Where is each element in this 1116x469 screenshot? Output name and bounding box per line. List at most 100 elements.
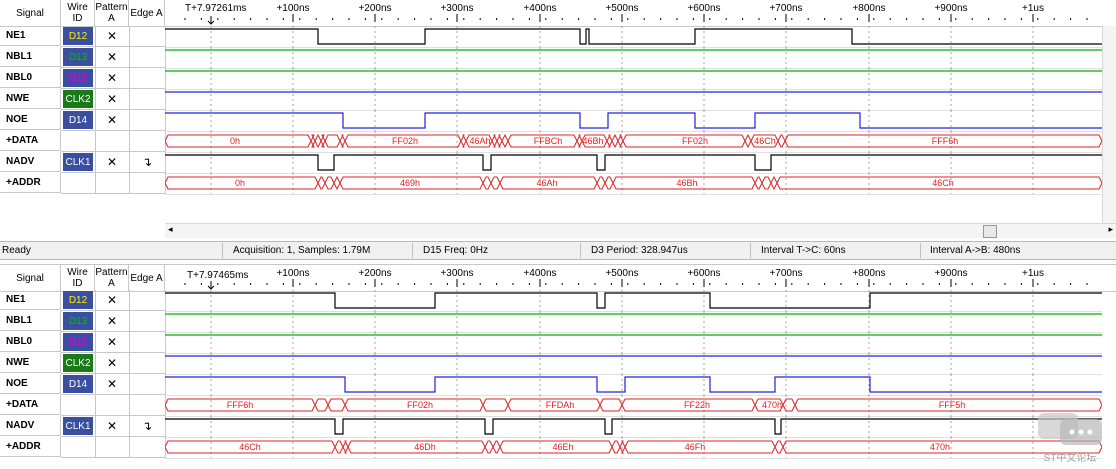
signal-trace[interactable] [165,89,1102,111]
signal-name[interactable]: NE1 [0,26,61,46]
edge-a-cell[interactable]: ↴ [129,152,166,173]
pattern-a-cell[interactable]: ✕ [95,353,130,374]
pattern-a-header[interactable]: Pattern A [95,0,129,26]
pattern-a-cell[interactable]: ✕ [95,26,130,47]
signal-name[interactable]: NBL1 [0,47,61,67]
signal-name[interactable]: +ADDR [0,173,61,193]
signal-name[interactable]: NWE [0,353,61,373]
edge-a-cell[interactable] [129,26,166,47]
wire-id-cell[interactable]: D15 [61,68,96,89]
wire-id-cell[interactable]: D14 [61,110,96,131]
edge-a-cell[interactable] [129,131,166,152]
signal-name[interactable]: NWE [0,89,61,109]
edge-a-cell[interactable] [129,437,166,458]
signal-name[interactable]: NE1 [0,290,61,310]
pattern-a-cell[interactable]: ✕ [95,332,130,353]
signal-trace[interactable] [165,26,1102,48]
edge-a-cell[interactable] [129,47,166,68]
pattern-a-cell[interactable] [95,395,130,416]
pattern-a-header[interactable]: Pattern A [95,265,129,291]
signal-name[interactable]: NADV [0,416,61,436]
signal-trace[interactable] [165,311,1102,333]
scroll-right-arrow-icon[interactable]: ▸ [1108,224,1113,234]
wire-id-cell[interactable]: CLK2 [61,353,96,374]
edge-a-cell[interactable] [129,353,166,374]
edge-a-cell[interactable] [129,311,166,332]
signal-trace[interactable] [165,47,1102,69]
signal-trace[interactable] [165,110,1102,132]
pattern-a-cell[interactable]: ✕ [95,47,130,68]
edge-a-cell[interactable] [129,374,166,395]
edge-a-cell[interactable] [129,290,166,311]
signal-trace[interactable] [165,416,1102,438]
scroll-thumb[interactable] [983,225,997,238]
edge-a-cell[interactable] [129,395,166,416]
wire-id-cell[interactable] [61,395,96,416]
signal-trace[interactable] [165,68,1102,90]
signal-name[interactable]: NOE [0,374,61,394]
wire-id-cell[interactable]: D13 [61,47,96,68]
signal-name[interactable]: +DATA [0,395,61,415]
pattern-a-cell[interactable]: ✕ [95,89,130,110]
pattern-a-cell[interactable]: ✕ [95,152,130,173]
wire-id-header[interactable]: Wire ID [61,265,95,291]
wire-id-cell[interactable]: D15 [61,332,96,353]
wire-id-cell[interactable] [61,437,96,458]
wire-id-cell[interactable]: D14 [61,374,96,395]
time-ruler[interactable]: T+7.97261ms +100ns+200ns+300ns+400ns+500… [165,0,1116,26]
wire-id-cell[interactable]: CLK1 [61,152,96,173]
pattern-a-cell[interactable] [95,437,130,458]
time-ruler[interactable]: T+7.97465ms +100ns+200ns+300ns+400ns+500… [165,265,1116,291]
wire-id-cell[interactable] [61,131,96,152]
pattern-a-cell[interactable]: ✕ [95,416,130,437]
wire-id-cell[interactable]: CLK2 [61,89,96,110]
pattern-a-cell[interactable]: ✕ [95,374,130,395]
signal-trace[interactable] [165,152,1102,174]
signal-header[interactable]: Signal [0,0,61,26]
edge-a-cell[interactable] [129,110,166,131]
vertical-scrollbar[interactable] [1102,26,1116,223]
edge-a-cell[interactable] [129,68,166,89]
signal-name[interactable]: +ADDR [0,437,61,457]
scroll-left-arrow-icon[interactable]: ◂ [168,224,173,234]
edge-a-cell[interactable] [129,173,166,194]
pattern-a-cell[interactable]: ✕ [95,290,130,311]
signal-name[interactable]: +DATA [0,131,61,151]
signal-header[interactable]: Signal [0,265,61,291]
wire-id-cell[interactable]: CLK1 [61,416,96,437]
signal-name[interactable]: NBL0 [0,68,61,88]
signal-name[interactable]: NOE [0,110,61,130]
pattern-a-cell[interactable]: ✕ [95,110,130,131]
signal-name[interactable]: NBL1 [0,311,61,331]
signal-trace[interactable] [165,353,1102,375]
pattern-a-cell[interactable] [95,131,130,152]
wire-id-cell[interactable] [61,173,96,194]
edge-a-cell[interactable] [129,89,166,110]
pattern-a-cell[interactable] [95,173,130,194]
edge-a-cell[interactable]: ↴ [129,416,166,437]
signal-name[interactable]: NADV [0,152,61,172]
pattern-a-cell[interactable]: ✕ [95,68,130,89]
signal-name[interactable]: NBL0 [0,332,61,352]
horizontal-scrollbar[interactable]: ◂ ▸ [165,223,1116,238]
signal-trace[interactable] [165,374,1102,396]
edge-a-cell[interactable] [129,332,166,353]
edge-a-header[interactable]: Edge A [129,0,165,26]
